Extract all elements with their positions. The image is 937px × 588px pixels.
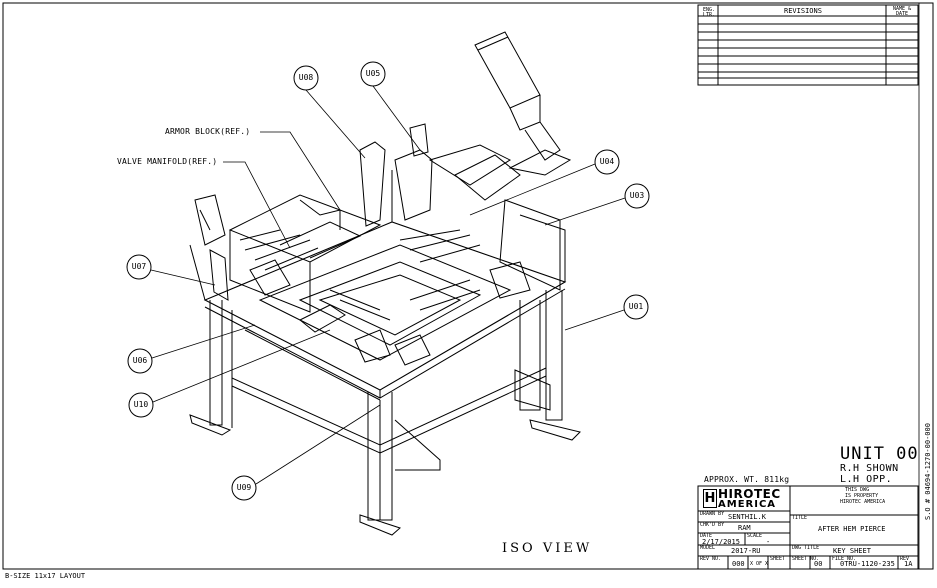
bubble-u01: [623, 294, 649, 320]
side-number: S.O # 04694-1270-00-000: [924, 423, 932, 520]
bubble-label-u06: U06: [132, 356, 148, 365]
rev-value: 1A: [904, 560, 913, 568]
valve-manifold-label: VALVE MANIFOLD(REF.): [117, 157, 218, 166]
lh-opp-label: L.H OPP.: [840, 474, 893, 485]
scale-label: SCALE: [747, 533, 763, 539]
armor-block-label: ARMOR BLOCK(REF.): [165, 127, 251, 136]
sheet-no-value: 00: [814, 560, 823, 568]
bubble-label-u07: U07: [131, 262, 147, 271]
sheet-no-label: SHEET NO.: [792, 556, 820, 562]
drawn-by-label: DRAWN BY: [700, 511, 725, 517]
bubble-u10: [128, 392, 154, 418]
logo-glyph: H: [704, 491, 716, 506]
drawing-title-label: DWG TITLE: [792, 545, 820, 551]
rev-col-ltr: ENG. LTR.: [702, 7, 716, 18]
bubble-label-u05: U05: [365, 69, 381, 78]
model-value: 2017-RU: [731, 547, 761, 555]
bubble-u03: [624, 183, 650, 209]
approx-weight-label: APPROX. WT. 811kg: [704, 475, 790, 484]
bubble-label-u04: U04: [599, 157, 615, 166]
checked-by-label: CHK'D BY: [700, 522, 725, 528]
rev-col-title: REVISIONS: [784, 7, 822, 15]
notice-line1: THIS DWG: [845, 487, 870, 493]
part-title-label: TITLE: [792, 515, 808, 521]
sheet-of-value: X OF X: [750, 561, 769, 567]
rev-label: REV: [900, 556, 910, 562]
file-no-value: 0TRU-1120-235: [840, 560, 895, 568]
bubble-u04: [594, 149, 620, 175]
rev-col-name: NAME & DATE: [892, 6, 912, 17]
bubble-label-u09: U09: [236, 483, 252, 492]
part-title-value: AFTER HEM PIERCE: [818, 525, 886, 533]
designer-value: SENTHIL.K: [728, 513, 766, 521]
bubble-label-u01: U01: [628, 302, 644, 311]
drawing-title-value: KEY SHEET: [833, 547, 871, 555]
notice-line3: HIROTEC AMERICA: [840, 499, 886, 505]
date-value: 2/17/2015: [702, 538, 740, 546]
scale-value: -: [766, 538, 771, 546]
sheet-label: SHEET: [770, 556, 786, 562]
bubble-label-u08: U08: [298, 73, 314, 82]
bubble-label-u03: U03: [629, 191, 645, 200]
date-label: DATE: [700, 533, 713, 539]
bubble-u07: [126, 254, 152, 280]
company-name-line1: HIROTEC: [718, 487, 781, 501]
company-logo: H: [703, 489, 717, 508]
rev-no-label: REV NO.: [700, 556, 722, 562]
rev-no-value: 000: [732, 560, 745, 568]
view-title: ISO VIEW: [502, 541, 593, 556]
company-name-line2: AMERICA: [718, 499, 777, 510]
file-no-label: FILE NO.: [832, 556, 857, 562]
bubble-u06: [127, 348, 153, 374]
bubble-u09: [231, 475, 257, 501]
notice-line2: IS PROPERTY: [845, 493, 879, 499]
rh-shown-label: R.H SHOWN: [840, 463, 899, 474]
model-label: MODEL: [700, 545, 716, 551]
checker-value: RAM: [738, 524, 751, 532]
bubble-label-u10: U10: [133, 400, 149, 409]
sheet-size-label: B-SIZE 11x17 LAYOUT: [5, 572, 86, 580]
unit-label: UNIT 00: [840, 444, 919, 464]
